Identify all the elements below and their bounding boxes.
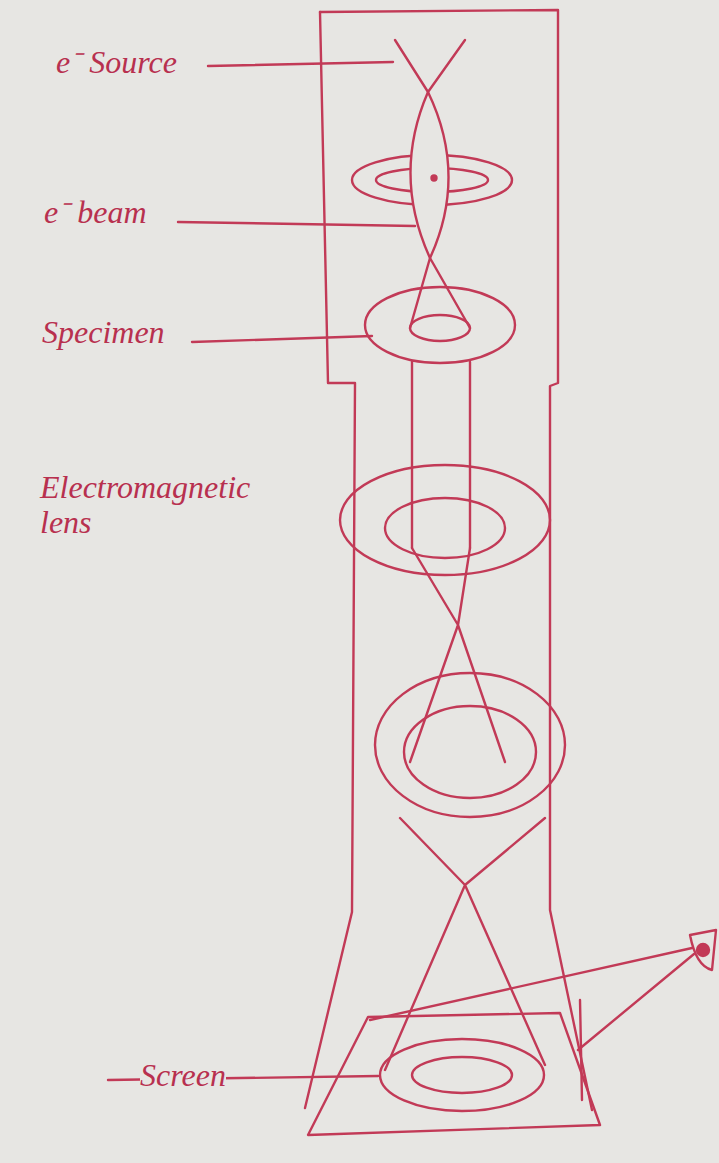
- leader-line: [178, 222, 415, 226]
- specimen-holder: [410, 315, 470, 341]
- electromagnetic-lens: [375, 673, 565, 817]
- part-label: e⁻ Source: [56, 45, 177, 80]
- electron-source: [395, 40, 465, 92]
- electron-beam: [410, 258, 470, 328]
- electron-beam: [410, 548, 505, 762]
- part-label: Electromagnetic lens: [40, 470, 280, 540]
- part-label: e⁻ beam: [44, 195, 147, 230]
- screen: [412, 1057, 512, 1093]
- specimen-holder: [365, 287, 515, 363]
- electromagnetic-lens: [340, 465, 550, 575]
- observer-eye: [697, 944, 709, 956]
- electron-beam: [385, 818, 545, 1070]
- electron-beam: [432, 176, 437, 181]
- sight-line: [370, 948, 694, 1050]
- column-housing: [305, 12, 355, 1108]
- electron-beam: [410, 92, 448, 258]
- leader-line: [208, 62, 393, 66]
- part-label: Specimen: [42, 315, 165, 350]
- observer-eye: [690, 930, 716, 970]
- column-housing: [320, 10, 592, 1110]
- leader-line: [192, 336, 372, 342]
- electromagnetic-lens: [385, 498, 505, 558]
- screen-base: [308, 1013, 600, 1135]
- column-housing: [580, 1000, 582, 1100]
- part-label: Screen: [140, 1058, 226, 1093]
- screen: [380, 1039, 544, 1111]
- electromagnetic-lens: [404, 706, 536, 798]
- electron-beam: [412, 362, 470, 548]
